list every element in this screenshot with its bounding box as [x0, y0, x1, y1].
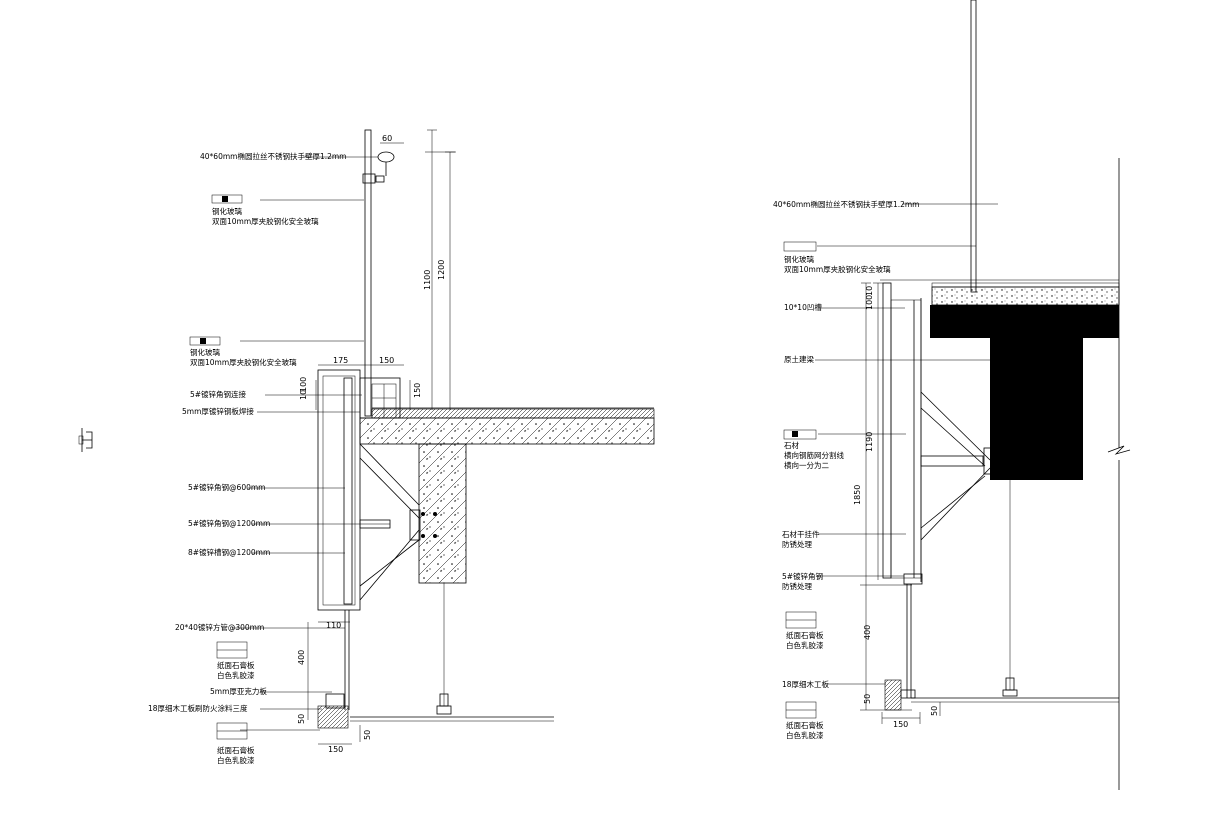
left-leaders	[232, 156, 390, 731]
right-leaders	[815, 203, 998, 685]
left-section: 40*60mm椭圆拉丝不锈钢扶手壁厚1.2mm 钢化玻璃 双面10mm厚夹胶钢化…	[78, 129, 655, 765]
label-stone-1: 石材	[784, 440, 799, 450]
label-trim-strip: 5mm厚亚克力板	[210, 686, 267, 696]
dim-1100: 1100	[423, 270, 432, 290]
dim-1200: 1200	[437, 260, 446, 280]
dim-150-side: 150	[413, 383, 422, 398]
steel-bracing-right	[920, 391, 993, 541]
label-paint-1-2: 白色乳胶漆	[217, 670, 255, 680]
label-stone-3: 横向一分为二	[784, 460, 829, 470]
glass-panel	[364, 129, 372, 417]
dim-100: 100	[299, 377, 308, 392]
label-handrail: 40*60mm椭圆拉丝不锈钢扶手壁厚1.2mm	[200, 151, 347, 161]
label-glass-mid-1: 钢化玻璃	[190, 347, 220, 357]
floor-finish	[371, 408, 655, 419]
label-groove: 10*10凹槽	[784, 302, 822, 312]
floor-slab	[359, 417, 655, 445]
dim-175: 175	[333, 356, 348, 365]
label-glass-top-1: 钢化玻璃	[212, 206, 242, 216]
dim-110: 110	[326, 621, 341, 630]
dim-right-50: 50	[863, 694, 872, 704]
label-square-tube: 20*40镀锌方管@300mm	[175, 622, 264, 632]
dim-400: 400	[297, 650, 306, 665]
label-angle-1200-b: 8#镀锌槽钢@1200mm	[188, 547, 270, 557]
label-paint-right-2-2: 白色乳胶漆	[786, 730, 824, 740]
label-handrail-right: 40*60mm椭圆拉丝不锈钢扶手壁厚1.2mm	[773, 199, 920, 209]
dim-150-top: 150	[379, 356, 394, 365]
cladding-box	[317, 369, 361, 611]
slab-finish	[931, 286, 1120, 306]
label-paint-right-1-2: 白色乳胶漆	[786, 640, 824, 650]
label-stone-hang-1: 石材干挂件	[782, 529, 820, 539]
label-paint-right-1-1: 纸面石膏板	[786, 630, 824, 640]
dim-right-400: 400	[863, 625, 872, 640]
label-beam: 原土建梁	[784, 354, 814, 364]
label-angle-1200-a: 5#镀锌角钢@1200mm	[188, 518, 270, 528]
label-angle-right-2: 防锈处理	[782, 581, 812, 591]
handrail	[362, 151, 395, 184]
dim-right-100: 100	[865, 295, 874, 310]
dim-150-bottom: 150	[328, 745, 343, 754]
label-stone-2: 横向钢筋网分割线	[784, 450, 844, 460]
dim-60: 60	[382, 134, 392, 143]
beam-right	[930, 305, 1119, 480]
right-section: 40*60mm椭圆拉丝不锈钢扶手壁厚1.2mm 钢化玻璃 双面10mm厚夹胶钢化…	[773, 0, 1131, 790]
label-steel-plate: 5mm厚镀锌钢板焊接	[182, 406, 254, 416]
label-base-board: 18厚细木工板刷防火涂料三度	[148, 703, 248, 713]
glass-panel-right	[970, 0, 977, 293]
profile-mark	[78, 428, 93, 452]
dim-right-50-b: 50	[930, 706, 939, 716]
label-paint-1-1: 纸面石膏板	[217, 660, 255, 670]
label-angle-right-1: 5#镀锌角钢	[782, 571, 823, 581]
label-paint-2-1: 纸面石膏板	[217, 745, 255, 755]
dim-50-b: 50	[363, 730, 372, 740]
label-base-board-right: 18厚细木工板	[782, 679, 830, 689]
dim-right-1190: 1190	[865, 432, 874, 452]
dim-50: 50	[297, 714, 306, 724]
label-glass-top-2: 双面10mm厚夹胶钢化安全玻璃	[212, 216, 319, 226]
dim-right-150: 150	[893, 720, 908, 729]
label-glass-right-2: 双面10mm厚夹胶钢化安全玻璃	[784, 264, 891, 274]
dim-10: 10	[299, 390, 308, 400]
label-stone-hang-2: 防锈处理	[782, 539, 812, 549]
label-paint-2-2: 白色乳胶漆	[217, 755, 255, 765]
label-paint-right-2-1: 纸面石膏板	[786, 720, 824, 730]
dim-right-10: 10	[865, 286, 874, 296]
dim-right-1850: 1850	[853, 485, 862, 505]
label-angle-600: 5#镀锌角钢@600mm	[188, 482, 265, 492]
beam	[418, 443, 467, 584]
label-angle-upper: 5#镀锌角钢连接	[190, 389, 247, 399]
label-glass-right-1: 钢化玻璃	[784, 254, 814, 264]
label-glass-mid-2: 双面10mm厚夹胶钢化安全玻璃	[190, 357, 297, 367]
